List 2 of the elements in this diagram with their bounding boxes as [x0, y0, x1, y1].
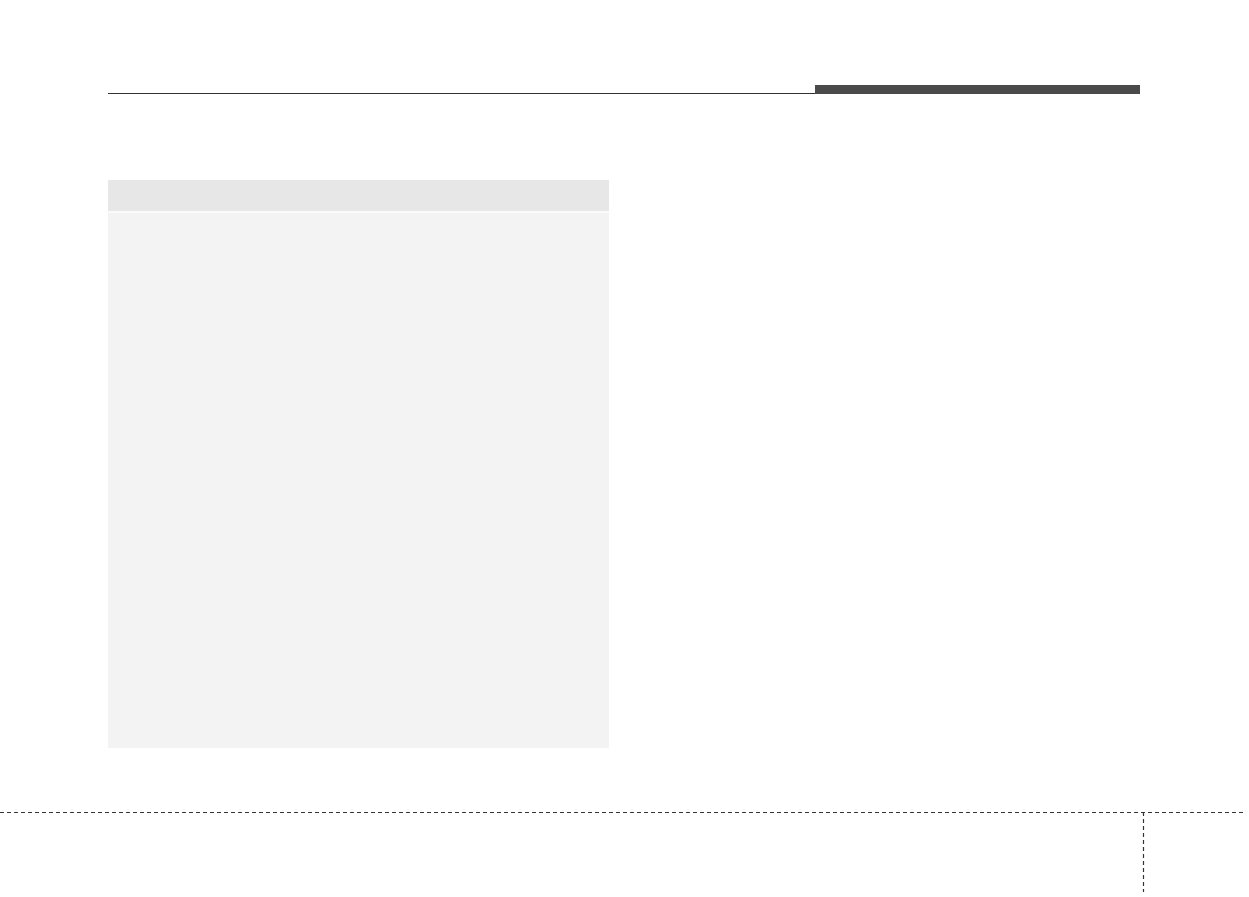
panel-header-band: [108, 180, 609, 213]
panel: [108, 180, 609, 748]
